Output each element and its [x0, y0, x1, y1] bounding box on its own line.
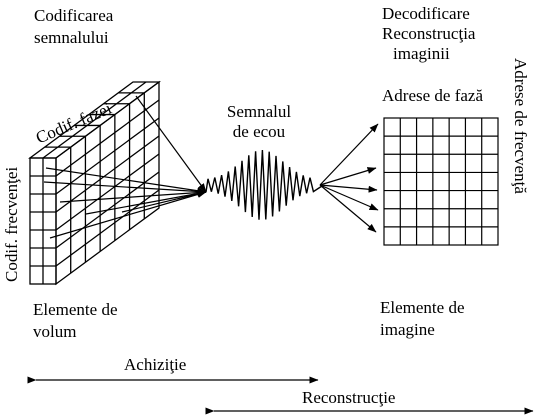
- acquisition-label: Achiziţie: [124, 355, 187, 374]
- encoding-title-line2: semnalului: [34, 28, 109, 47]
- volume-signal-arrow: [59, 189, 207, 203]
- image-grid: [383, 117, 499, 246]
- frequency-addresses-label: Adrese de frecvenţă: [511, 58, 530, 194]
- decoding-line3: imaginii: [393, 44, 450, 63]
- volume-block: [28, 80, 161, 286]
- volume-signal-arrow: [43, 181, 207, 195]
- decoding-line2: Reconstrucţia: [382, 24, 476, 43]
- encoding-title-line1: Codificarea: [34, 6, 114, 25]
- volume-signal-arrow: [135, 95, 207, 193]
- volume-to-signal-arrows: [43, 95, 207, 239]
- volume-side-row-line: [55, 117, 160, 195]
- volume-side-row-line: [55, 135, 160, 213]
- echo-signal-line1: Semnalul: [226, 102, 292, 121]
- signal-image-arrow: [319, 184, 377, 233]
- reconstruction-label: Reconstrucţie: [302, 388, 396, 407]
- volume-side-face: [55, 80, 160, 286]
- echo-signal-line2: de ecou: [232, 122, 286, 141]
- image-elements-line2: imagine: [380, 320, 435, 339]
- volume-side-row-line: [55, 99, 160, 177]
- volume-side-row-line: [55, 153, 160, 231]
- frequency-encoding-label: Codif. frecvenţei: [2, 166, 21, 282]
- volume-signal-arrow: [85, 190, 207, 215]
- image-elements-line1: Elemente de: [380, 298, 465, 317]
- volume-side-row-line: [55, 189, 160, 267]
- volume-signal-arrow: [49, 191, 207, 239]
- signal-image-arrow: [319, 184, 379, 211]
- image-grid-border: [383, 117, 499, 246]
- volume-elements-line1: Elemente de: [33, 300, 118, 319]
- signal-image-arrow: [319, 167, 377, 186]
- volume-signal-arrow: [45, 167, 207, 195]
- signal-image-arrow: [319, 123, 379, 186]
- volume-signal-arrow: [121, 190, 207, 213]
- volume-top-col-line: [42, 81, 147, 159]
- echo-signal-waveform: [205, 149, 323, 220]
- signal-to-image-arrows: [319, 123, 379, 233]
- decoding-line1: Decodificare: [382, 4, 470, 23]
- phase-addresses-label: Adrese de fază: [382, 86, 483, 105]
- volume-elements-line2: volum: [33, 322, 77, 341]
- signal-image-arrow: [319, 184, 378, 193]
